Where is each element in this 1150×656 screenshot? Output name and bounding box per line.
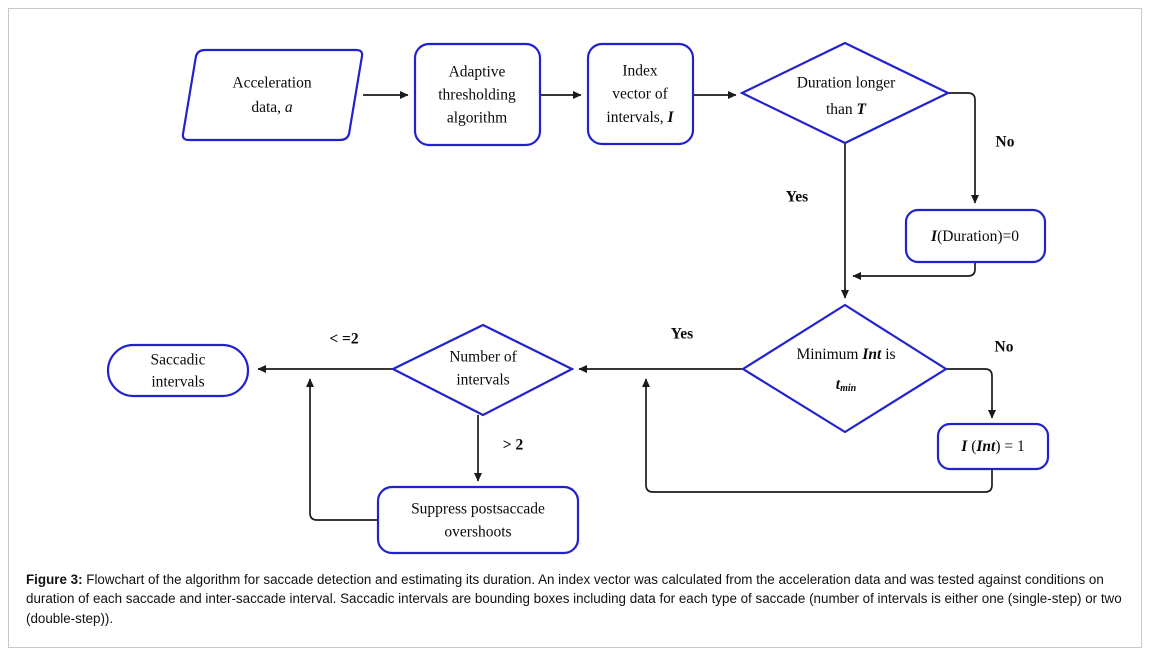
- index-vector-line2: vector of: [612, 86, 668, 103]
- suppress-overshoots-line1: Suppress postsaccade: [411, 501, 545, 518]
- node-adaptive-thresholding[interactable]: Adaptive thresholding algorithm: [413, 42, 542, 147]
- int-one-mid: (: [967, 438, 976, 455]
- int-one-prefix-italic: I: [960, 438, 968, 455]
- duration-zero-shape: [904, 208, 1047, 264]
- suppress-overshoots-line2: overshoots: [444, 524, 511, 541]
- index-vector-line3-italic: I: [667, 109, 675, 126]
- caption-text: Flowchart of the algorithm for saccade d…: [26, 572, 1122, 626]
- int-one-shape: [936, 422, 1050, 471]
- node-duration-zero[interactable]: I(Duration)=0: [904, 208, 1047, 264]
- edge-label-layer: No Yes No Yes < =2 > 2: [329, 134, 1014, 454]
- saccadic-intervals-shape: [106, 343, 250, 398]
- label-minimum-no: No: [995, 339, 1014, 356]
- duration-decision-line2-italic: T: [857, 101, 867, 118]
- suppress-overshoots-shape: [376, 485, 580, 555]
- label-minimum-yes: Yes: [671, 326, 693, 343]
- number-of-intervals-line1: Number of: [449, 349, 517, 366]
- duration-decision-line1: Duration longer: [797, 75, 896, 92]
- node-index-vector[interactable]: Index vector of intervals, I: [586, 42, 695, 146]
- minimum-int-decision-shape: [740, 303, 949, 434]
- duration-zero-prefix-italic: I: [930, 228, 938, 245]
- svg-text:tmin: tmin: [836, 376, 857, 395]
- minimum-int-line1-suffix: is: [881, 346, 895, 363]
- index-vector-shape: [586, 42, 695, 146]
- number-of-intervals-shape: [390, 323, 575, 417]
- acceleration-data-line1: Acceleration: [232, 75, 311, 92]
- label-intervals-le2: < =2: [329, 331, 359, 348]
- edge-minimum-no: [946, 368, 996, 419]
- acceleration-data-shape: [181, 48, 364, 142]
- edge-durationzero-return: [852, 262, 976, 280]
- svg-text:data, a: data, a: [251, 99, 293, 116]
- svg-text:intervals, I: intervals, I: [606, 109, 674, 126]
- figure-caption: Figure 3: Flowchart of the algorithm for…: [26, 570, 1126, 628]
- index-vector-line1: Index: [622, 63, 658, 80]
- int-one-mid-italic: Int: [975, 438, 996, 455]
- adaptive-thresholding-shape: [413, 42, 542, 147]
- minimum-int-line2-subscript: min: [840, 383, 857, 394]
- label-intervals-gt2: > 2: [503, 437, 524, 454]
- minimum-int-line1-italic: Int: [861, 346, 882, 363]
- node-number-of-intervals[interactable]: Number of intervals: [390, 323, 575, 417]
- number-of-intervals-line2: intervals: [456, 372, 509, 389]
- adaptive-thresholding-line2: thresholding: [438, 87, 516, 104]
- index-vector-line3-prefix: intervals,: [606, 109, 667, 126]
- label-duration-no: No: [996, 134, 1015, 151]
- duration-zero-text: (Duration)=0: [937, 228, 1019, 245]
- svg-text:I(Duration)=0: I(Duration)=0: [930, 228, 1019, 245]
- saccadic-intervals-line1: Saccadic: [150, 352, 205, 369]
- flowchart-diagram: Acceleration data, a Adaptive thresholdi…: [106, 41, 1050, 555]
- duration-decision-line2-prefix: than: [826, 101, 857, 118]
- connector-layer: [257, 91, 996, 521]
- edge-intone-return: [642, 378, 993, 493]
- int-one-suffix: ) = 1: [995, 438, 1024, 455]
- edge-duration-no: [948, 92, 979, 204]
- svg-text:Minimum Int is: Minimum Int is: [796, 346, 895, 363]
- svg-text:than T: than T: [826, 101, 867, 118]
- edge-suppress-return: [306, 378, 378, 521]
- minimum-int-line2-italic: t: [836, 376, 841, 393]
- svg-text:I (Int) = 1: I (Int) = 1: [960, 438, 1024, 455]
- adaptive-thresholding-line3: algorithm: [447, 110, 507, 127]
- node-int-one[interactable]: I (Int) = 1: [936, 422, 1050, 471]
- caption-label: Figure 3:: [26, 572, 83, 587]
- adaptive-thresholding-line1: Adaptive: [449, 64, 506, 81]
- label-duration-yes: Yes: [786, 189, 808, 206]
- node-minimum-int-decision[interactable]: Minimum Int is tmin: [740, 303, 949, 434]
- node-suppress-overshoots[interactable]: Suppress postsaccade overshoots: [376, 485, 580, 555]
- duration-decision-shape: [739, 41, 951, 145]
- minimum-int-line1-prefix: Minimum: [796, 346, 862, 363]
- node-saccadic-intervals[interactable]: Saccadic intervals: [106, 343, 250, 398]
- acceleration-data-line2-prefix: data,: [251, 99, 285, 116]
- saccadic-intervals-line2: intervals: [151, 374, 204, 391]
- acceleration-data-line2-italic: a: [285, 99, 293, 116]
- node-acceleration-data[interactable]: Acceleration data, a: [181, 48, 364, 142]
- node-duration-decision[interactable]: Duration longer than T: [739, 41, 951, 145]
